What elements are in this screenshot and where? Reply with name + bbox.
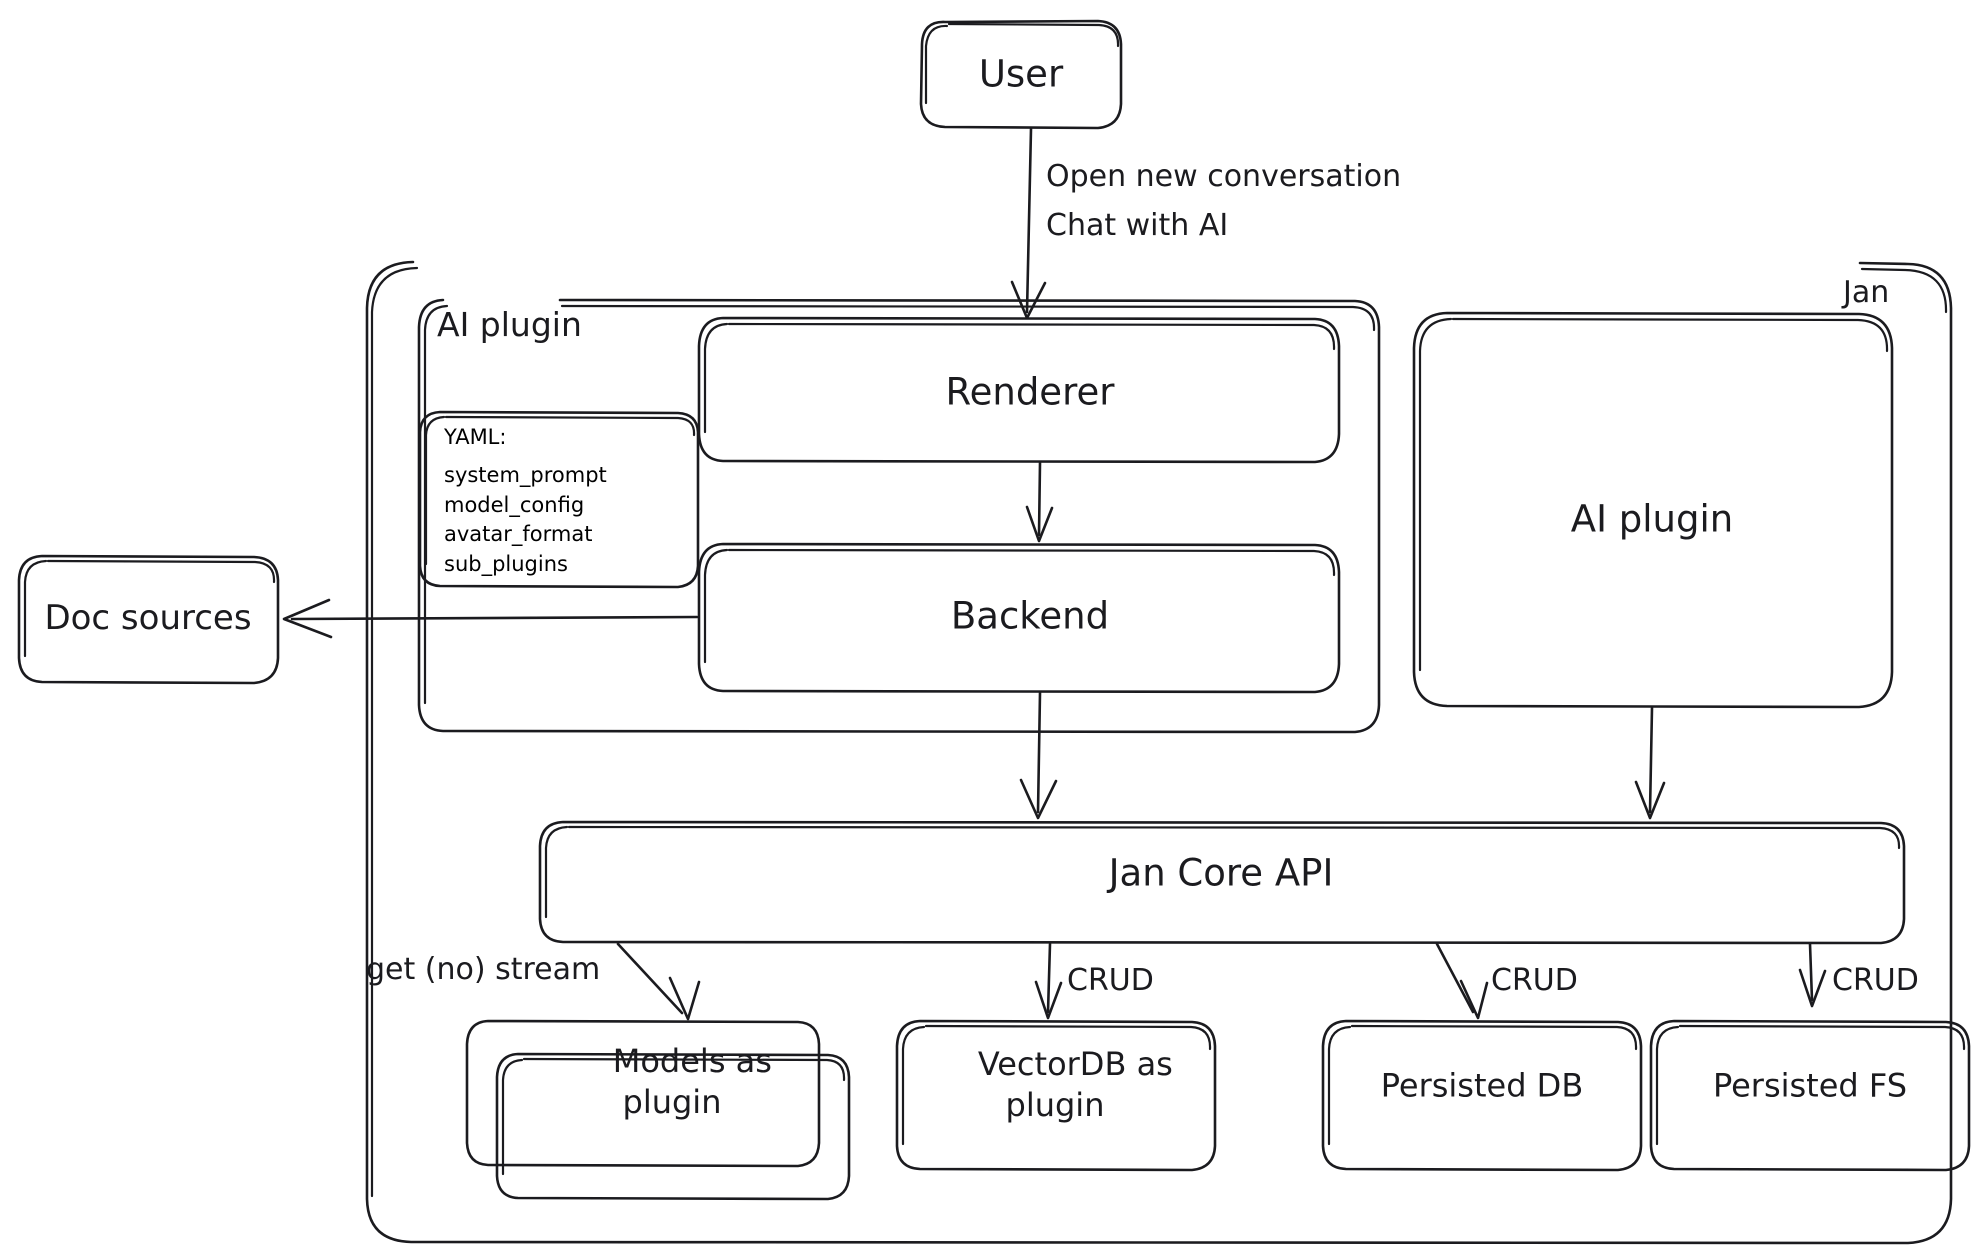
jan-container-stroke [365,260,1953,1245]
persisted-fs-label: Persisted FS [1712,1066,1908,1105]
models-as-plugin-text: Models as plugin [612,1042,772,1121]
yaml-line-3: avatar_format [444,522,593,547]
yaml-line-4: sub_plugins [444,552,568,577]
jan-group-label: Jan [1843,274,1890,310]
yaml-line-2: model_config [444,492,585,517]
arrow-ai-plugin-to-jan-core-api [1634,706,1666,820]
arrow-backend-to-doc-sources [282,598,699,639]
renderer-box-stroke [697,316,1341,464]
edge-label-chat-with-ai: Chat with AI [1046,207,1229,243]
arrow-jan-core-to-models [616,942,701,1021]
yaml-card-text: YAML: system_prompt model_config avatar_… [444,423,607,580]
arrow-backend-to-jan-core-api [1019,691,1058,820]
renderer-label: Renderer [945,370,1115,414]
yaml-spacer [444,453,607,461]
vectordb-as-plugin-box-stroke [895,1019,1217,1172]
edge-label-crud-vectordb: CRUD [1067,962,1154,998]
backend-box-stroke [697,542,1341,694]
yaml-line-0: YAML: [444,425,507,449]
user-label: User [978,52,1064,96]
arrow-renderer-to-backend [1025,461,1054,543]
ai-plugin-box-label: AI plugin [1570,497,1734,541]
ai-plugin-box-stroke [1412,311,1894,709]
user-box-stroke [919,19,1123,130]
persisted-db-label: Persisted DB [1380,1066,1584,1105]
persisted-fs-box-stroke [1649,1019,1971,1172]
vectordb-as-plugin-text: VectorDB as plugin [977,1045,1173,1124]
arrow-jan-core-to-persisted-db [1435,942,1489,1020]
jan-core-api-label: Jan Core API [1108,851,1334,895]
edge-label-crud-persisted-db: CRUD [1491,962,1578,998]
arrow-user-to-renderer [1010,127,1047,320]
edge-label-open-new-conversation: Open new conversation [1046,158,1402,194]
arrow-jan-core-to-vectordb [1034,942,1063,1020]
doc-sources-box-stroke [17,554,280,685]
doc-sources-label: Doc sources [44,598,252,639]
models-as-plugin-label: Models as plugin [572,1000,772,1164]
models-as-plugin-box-stroke [465,1019,851,1201]
yaml-line-1: system_prompt [444,462,607,487]
vectordb-as-plugin-label: VectorDB as plugin [937,1003,1173,1167]
backend-label: Backend [950,594,1110,638]
persisted-db-box-stroke [1321,1019,1643,1172]
edge-label-get-no-stream: get (no) stream [366,951,601,987]
edge-label-crud-persisted-fs: CRUD [1832,962,1919,998]
jan-core-api-box-stroke [538,820,1906,945]
ai-plugin-group-label: AI plugin [437,304,582,344]
arrow-jan-core-to-persisted-fs [1798,942,1827,1008]
